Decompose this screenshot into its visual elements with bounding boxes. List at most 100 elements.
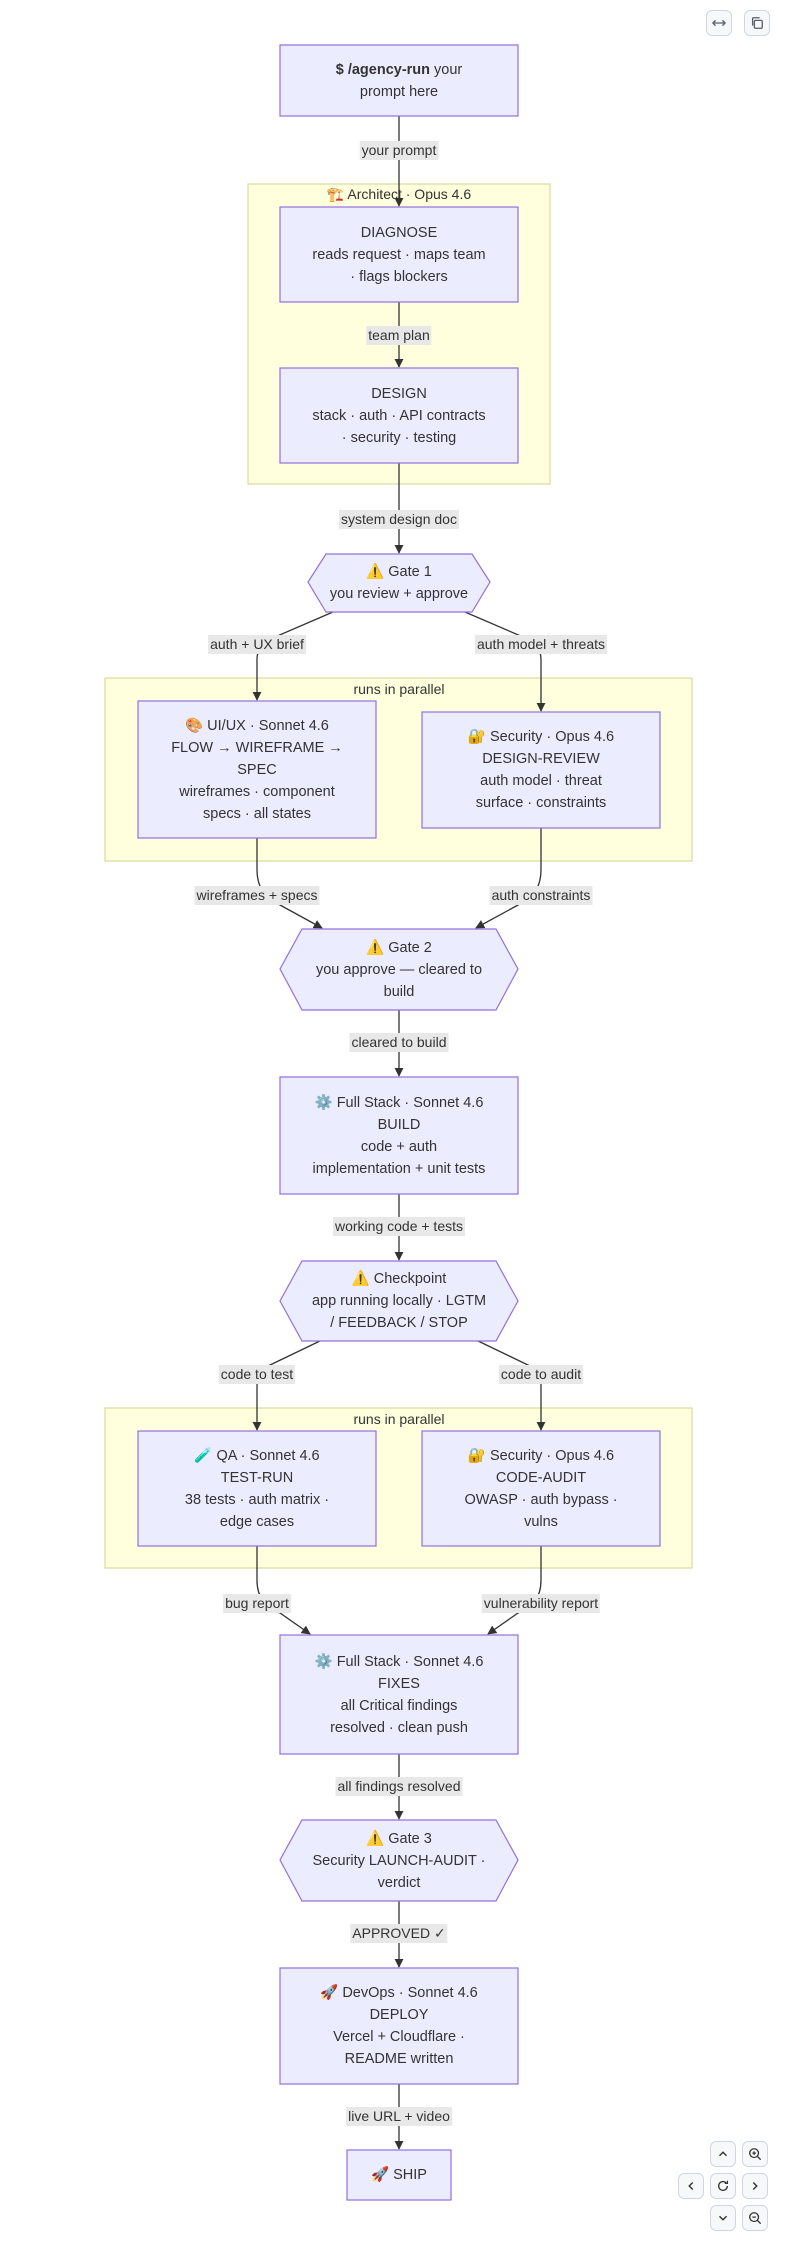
ship-node-label: 🚀 SHIP bbox=[347, 2150, 451, 2200]
start-node bbox=[279, 44, 519, 117]
gate2-title: ⚠️ Gate 2 bbox=[366, 939, 432, 956]
uiux-line: FLOW → WIREFRAME → bbox=[171, 739, 343, 756]
qa-title: 🧪 QA · Sonnet 4.6 bbox=[194, 1447, 320, 1464]
build-title: ⚙️ Full Stack · Sonnet 4.6 bbox=[314, 1094, 484, 1111]
expand-button[interactable] bbox=[706, 10, 732, 36]
gate3-line: verdict bbox=[377, 1874, 421, 1891]
start-rest: your bbox=[430, 61, 463, 78]
fixes-title: ⚙️ Full Stack · Sonnet 4.6 bbox=[314, 1653, 484, 1670]
edge-label-code-to-test: code to test bbox=[218, 1365, 296, 1384]
zoom-in-icon bbox=[749, 2148, 762, 2161]
security-audit-line: CODE-AUDIT bbox=[495, 1469, 587, 1486]
deploy-title: 🚀 DevOps · Sonnet 4.6 bbox=[320, 1985, 478, 2001]
checkpoint-node bbox=[279, 1260, 519, 1342]
deploy-node bbox=[279, 1967, 519, 2085]
diagnose-node-label: DIAGNOSE reads request · maps team · fla… bbox=[280, 207, 518, 302]
security-audit-node bbox=[421, 1430, 661, 1547]
diagnose-line: reads request · maps team bbox=[312, 246, 486, 263]
uiux-node-label: 🎨 UI/UX · Sonnet 4.6 FLOW → WIREFRAME → … bbox=[138, 701, 376, 838]
security-design-node bbox=[421, 711, 661, 829]
ship-node bbox=[346, 2149, 452, 2201]
security-audit-line: vulns bbox=[524, 1513, 558, 1530]
gate1-node-label: ⚠️ Gate 1 you review + approve bbox=[308, 554, 490, 612]
parallel-group-1-title: runs in parallel bbox=[353, 681, 445, 697]
zoom-out-button[interactable] bbox=[742, 2205, 768, 2231]
edge-label-auth-model-threats: auth model + threats bbox=[474, 635, 608, 654]
design-line: stack · auth · API contracts bbox=[312, 407, 486, 424]
design-node-label: DESIGN stack · auth · API contracts · se… bbox=[280, 368, 518, 463]
parallel-group-2-title: runs in parallel bbox=[353, 1411, 445, 1427]
gate2-line: build bbox=[383, 983, 415, 1000]
deploy-line: DEPLOY bbox=[369, 2007, 429, 2023]
security-audit-line: OWASP · auth bypass · bbox=[464, 1491, 618, 1508]
gate1-node bbox=[307, 553, 491, 613]
build-line: implementation + unit tests bbox=[312, 1160, 486, 1177]
chevron-up-icon bbox=[719, 2151, 727, 2157]
diagnose-node bbox=[279, 206, 519, 303]
fixes-line: all Critical findings bbox=[340, 1697, 458, 1714]
diagnose-title: DIAGNOSE bbox=[360, 224, 438, 241]
edge-label-vulnerability-report: vulnerability report bbox=[481, 1594, 601, 1613]
copy-button[interactable] bbox=[744, 10, 770, 36]
edge-label-approved: APPROVED ✓ bbox=[350, 1924, 448, 1943]
fixes-line: FIXES bbox=[378, 1675, 420, 1692]
chevron-right-icon bbox=[752, 2182, 758, 2190]
qa-node-label: 🧪 QA · Sonnet 4.6 TEST-RUN 38 tests · au… bbox=[138, 1431, 376, 1546]
design-title: DESIGN bbox=[371, 385, 427, 402]
gate1-line: you review + approve bbox=[329, 586, 469, 602]
start-command: $ /agency-run bbox=[335, 61, 431, 78]
chevron-left-icon bbox=[688, 2182, 694, 2190]
edge-label-bug-report: bug report bbox=[223, 1594, 291, 1613]
pan-left-button[interactable] bbox=[678, 2173, 704, 2199]
checkpoint-title: ⚠️ Checkpoint bbox=[351, 1271, 447, 1287]
uiux-line: specs · all states bbox=[203, 805, 311, 822]
deploy-node-label: 🚀 DevOps · Sonnet 4.6 DEPLOY Vercel + Cl… bbox=[280, 1968, 518, 2084]
start-node-label: $ /agency-run your prompt here bbox=[280, 45, 518, 116]
security-design-title: 🔐 Security · Opus 4.6 bbox=[467, 729, 615, 745]
diagnose-line: · flags blockers bbox=[350, 268, 448, 285]
uiux-line: wireframes · component bbox=[179, 783, 335, 800]
security-design-line: DESIGN-REVIEW bbox=[482, 751, 600, 767]
edge-label-team-plan: team plan bbox=[366, 326, 432, 345]
edge-label-live-url-video: live URL + video bbox=[346, 2107, 452, 2126]
pan-down-button[interactable] bbox=[710, 2205, 736, 2231]
zoom-in-button[interactable] bbox=[742, 2141, 768, 2167]
checkpoint-node-label: ⚠️ Checkpoint app running locally · LGTM… bbox=[290, 1261, 508, 1341]
gate2-node bbox=[279, 928, 519, 1011]
uiux-title: 🎨 UI/UX · Sonnet 4.6 bbox=[185, 717, 329, 734]
edge-label-cleared-to-build: cleared to build bbox=[349, 1033, 449, 1052]
fixes-node bbox=[279, 1634, 519, 1755]
fixes-node-label: ⚙️ Full Stack · Sonnet 4.6 FIXES all Cri… bbox=[280, 1635, 518, 1754]
design-line: · security · testing bbox=[341, 429, 457, 446]
deploy-line: README written bbox=[344, 2051, 454, 2067]
arrows-horizontal-icon bbox=[712, 19, 726, 27]
architect-group-title: 🏗️ Architect · Opus 4.6 bbox=[326, 186, 472, 202]
design-node bbox=[279, 367, 519, 464]
edge-label-system-design-doc: system design doc bbox=[339, 510, 459, 529]
pan-right-button[interactable] bbox=[742, 2173, 768, 2199]
uiux-line: SPEC bbox=[237, 761, 277, 778]
edge-label-code-to-audit: code to audit bbox=[498, 1365, 584, 1384]
gate2-line: you approve — cleared to bbox=[315, 961, 483, 978]
gate3-node-label: ⚠️ Gate 3 Security LAUNCH-AUDIT · verdic… bbox=[290, 1820, 508, 1901]
reset-view-button[interactable] bbox=[710, 2173, 736, 2199]
edge-label-all-findings-resolved: all findings resolved bbox=[335, 1777, 463, 1796]
deploy-line: Vercel + Cloudflare · bbox=[333, 2029, 465, 2045]
chevron-down-icon bbox=[719, 2215, 727, 2221]
pan-up-button[interactable] bbox=[710, 2141, 736, 2167]
qa-node bbox=[137, 1430, 377, 1547]
edge-label-your-prompt: your prompt bbox=[359, 141, 439, 160]
gate3-title: ⚠️ Gate 3 bbox=[366, 1830, 432, 1847]
security-audit-title: 🔐 Security · Opus 4.6 bbox=[467, 1447, 615, 1464]
gate3-node bbox=[279, 1819, 519, 1902]
build-line: BUILD bbox=[377, 1116, 421, 1133]
gate2-node-label: ⚠️ Gate 2 you approve — cleared to build bbox=[290, 929, 508, 1010]
gate3-line: Security LAUNCH-AUDIT · bbox=[312, 1852, 486, 1869]
build-node-label: ⚙️ Full Stack · Sonnet 4.6 BUILD code + … bbox=[280, 1077, 518, 1194]
build-line: code + auth bbox=[360, 1138, 438, 1155]
edge-label-auth-constraints: auth constraints bbox=[489, 886, 593, 905]
reset-icon bbox=[717, 2180, 729, 2191]
build-node bbox=[279, 1076, 519, 1195]
uiux-node bbox=[137, 700, 377, 839]
